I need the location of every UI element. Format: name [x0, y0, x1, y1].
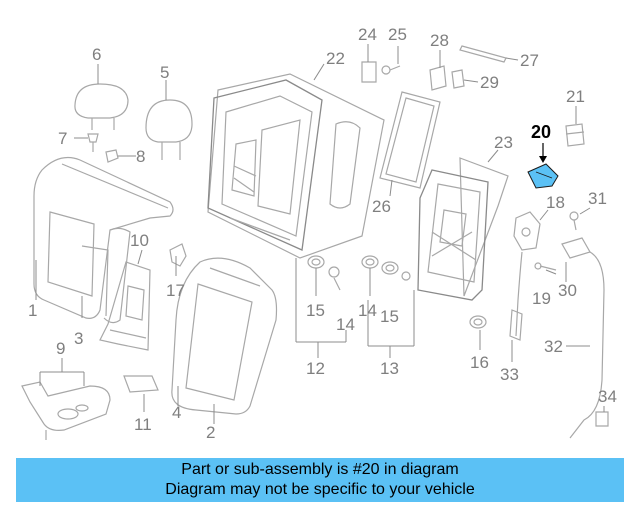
- parts-diagram: 1 2 3 4 5 6 7 8 9 10 11 12 13 14 14 15 1…: [21, 25, 617, 442]
- callout-19: 19: [532, 289, 551, 308]
- latch-cover-part-20: [527, 163, 559, 189]
- callout-7: 7: [58, 129, 67, 148]
- callout-34: 34: [598, 387, 617, 406]
- bushing-part-15-left: [307, 255, 325, 269]
- armrest-part-9: [21, 381, 111, 440]
- callout-26: 26: [372, 197, 391, 216]
- bushing-part-15-right: [361, 255, 379, 269]
- callout-33: 33: [500, 365, 519, 384]
- panel-part-26: [379, 91, 441, 189]
- banner-line-2: Diagram may not be specific to your vehi…: [165, 481, 475, 498]
- info-banner: Part or sub-assembly is #20 in diagram D…: [16, 458, 624, 502]
- callout-3: 3: [74, 329, 83, 348]
- callout-10: 10: [130, 231, 149, 250]
- callout-23: 23: [494, 133, 513, 152]
- callout-14-left: 14: [336, 315, 355, 334]
- callout-31: 31: [588, 189, 607, 208]
- cable-part-33: [509, 251, 523, 341]
- callout-28: 28: [430, 31, 449, 50]
- headrest-part-5: [145, 99, 193, 160]
- callout-arrow-20: [539, 143, 547, 163]
- clip-part-29: [451, 69, 465, 89]
- callout-22: 22: [326, 49, 345, 68]
- callout-18: 18: [546, 193, 565, 212]
- callout-17: 17: [166, 281, 185, 300]
- callout-11: 11: [134, 415, 152, 434]
- callout-32: 32: [544, 337, 563, 356]
- callout-4: 4: [172, 403, 181, 422]
- callout-15-right: 15: [380, 307, 399, 326]
- callout-5: 5: [160, 63, 169, 82]
- bolt-part-25: [381, 65, 401, 75]
- callout-21: 21: [566, 87, 585, 106]
- bracket-part-24: [361, 61, 377, 83]
- button-part-21: [565, 123, 585, 147]
- clip-part-7: [87, 133, 99, 152]
- hook-part-17: [169, 243, 187, 267]
- callout-2: 2: [206, 423, 215, 442]
- bolt-part-19: [534, 262, 557, 271]
- callout-25: 25: [388, 25, 407, 44]
- cover-part-28: [429, 65, 447, 91]
- callout-29: 29: [480, 73, 499, 92]
- callout-1: 1: [28, 301, 37, 320]
- callout-15-left: 15: [306, 301, 325, 320]
- clip-part-8: [105, 149, 119, 163]
- banner-line-1: Part or sub-assembly is #20 in diagram: [181, 461, 459, 478]
- callout-6: 6: [92, 45, 101, 64]
- seat-cushion-part-2: [171, 257, 278, 415]
- rod-part-27: [459, 45, 507, 63]
- callout-24: 24: [358, 25, 377, 44]
- callout-12: 12: [306, 359, 325, 378]
- seat-frame-part-23: [417, 157, 509, 301]
- bushing-part-15-right-2: [381, 261, 399, 275]
- release-part-30: [561, 237, 605, 439]
- seat-back-cushion: [33, 157, 174, 324]
- callout-9: 9: [56, 339, 65, 358]
- headrest-part-6: [74, 83, 129, 130]
- clip-part-34: [595, 411, 609, 427]
- latch-part-18: [513, 211, 541, 251]
- trim-part-11: [123, 375, 159, 393]
- seat-frame-part-22: [207, 73, 385, 259]
- callout-8: 8: [136, 147, 145, 166]
- bolt-part-31: [569, 211, 579, 231]
- callout-30: 30: [558, 281, 577, 300]
- bushing-part-16: [469, 315, 487, 329]
- callout-16: 16: [470, 353, 489, 372]
- callout-labels: 1 2 3 4 5 6 7 8 9 10 11 12 13 14 14 15 1…: [28, 25, 617, 442]
- bolt-part-14-left: [328, 266, 341, 291]
- bolt-part-14-right: [401, 271, 411, 281]
- callout-14-right: 14: [358, 301, 377, 320]
- callout-13: 13: [380, 359, 399, 378]
- callout-20: 20: [531, 122, 551, 142]
- armrest-part-10: [99, 261, 151, 351]
- callout-27: 27: [520, 51, 539, 70]
